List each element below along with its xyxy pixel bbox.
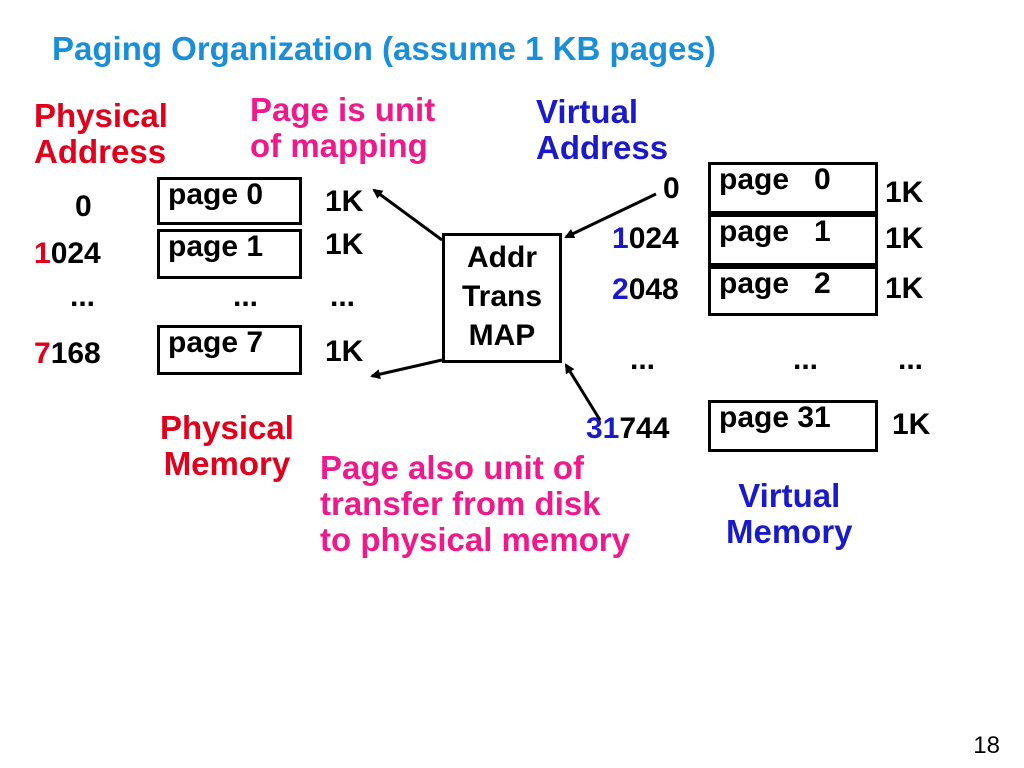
- transfer-note-line-3: to physical memory: [320, 521, 630, 558]
- physical-size-ellipsis: ...: [330, 280, 356, 313]
- virtual-size-2: 1K: [885, 272, 924, 305]
- virtual-size-31: 1K: [892, 408, 931, 441]
- virtual-memory-label: Virtual Memory: [726, 478, 853, 550]
- page-unit-note: Page is unit of mapping: [250, 92, 435, 164]
- arrow-map-to-physical-page-7: [370, 358, 443, 380]
- transfer-note-line-1: Page also unit of: [320, 449, 585, 486]
- virtual-address-ellipsis: ...: [630, 343, 656, 376]
- virtual-address-0: 0: [663, 172, 680, 205]
- physical-size-1: 1K: [325, 228, 364, 261]
- virtual-memory-line-2: Memory: [726, 513, 853, 550]
- map-line-2: Trans: [461, 280, 543, 313]
- arrow-virtual-0-to-map: [564, 192, 657, 239]
- map-line-1: Addr: [467, 241, 537, 274]
- arrow-virtual-31744-to-map: [564, 363, 602, 421]
- page-unit-line-1: Page is unit: [250, 91, 436, 128]
- physical-memory-line-1: Physical: [160, 409, 294, 446]
- physical-address-line-2: Address: [34, 133, 167, 170]
- address-translation-map: Addr Trans MAP: [442, 233, 562, 363]
- page-unit-line-2: of mapping: [250, 127, 428, 164]
- virtual-address-line-1: Virtual: [536, 93, 639, 130]
- virtual-address-2048: 2048: [612, 273, 679, 306]
- physical-size-0: 1K: [325, 185, 364, 218]
- virtual-size-1: 1K: [885, 222, 924, 255]
- slide-title: Paging Organization (assume 1 KB pages): [52, 30, 716, 67]
- physical-address-7168: 7168: [34, 337, 101, 370]
- physical-page-ellipsis: ...: [233, 280, 259, 313]
- physical-address-label: Physical Address: [34, 98, 168, 170]
- slide-page-number: 18: [973, 732, 1000, 759]
- physical-address-ellipsis: ...: [70, 280, 96, 313]
- virtual-size-ellipsis: ...: [898, 343, 924, 376]
- map-line-3: MAP: [468, 319, 536, 352]
- virtual-page-0: page 0: [708, 162, 878, 214]
- virtual-address-label: Virtual Address: [536, 94, 668, 166]
- virtual-page-31: page 31: [708, 400, 878, 452]
- physical-size-7: 1K: [325, 335, 364, 368]
- physical-memory-label: Physical Memory: [160, 410, 294, 482]
- physical-page-1: page 1: [157, 229, 302, 279]
- transfer-note: Page also unit of transfer from disk to …: [320, 450, 630, 558]
- physical-page-7: page 7: [157, 325, 302, 375]
- arrow-map-to-physical-page-0: [372, 188, 443, 242]
- physical-address-0: 0: [75, 190, 92, 223]
- virtual-memory-line-1: Virtual: [738, 477, 841, 514]
- transfer-note-line-2: transfer from disk: [320, 485, 601, 522]
- virtual-address-line-2: Address: [536, 129, 669, 166]
- virtual-address-1024: 1024: [612, 222, 679, 255]
- physical-address-1024: 1024: [34, 237, 101, 270]
- virtual-page-2: page 2: [708, 266, 878, 316]
- virtual-page-ellipsis: ...: [793, 343, 819, 376]
- virtual-size-0: 1K: [885, 176, 924, 209]
- virtual-address-31744: 31744: [586, 412, 670, 445]
- physical-memory-line-2: Memory: [163, 445, 291, 482]
- virtual-page-1: page 1: [708, 214, 878, 266]
- physical-page-0: page 0: [157, 177, 302, 225]
- physical-address-line-1: Physical: [34, 97, 168, 134]
